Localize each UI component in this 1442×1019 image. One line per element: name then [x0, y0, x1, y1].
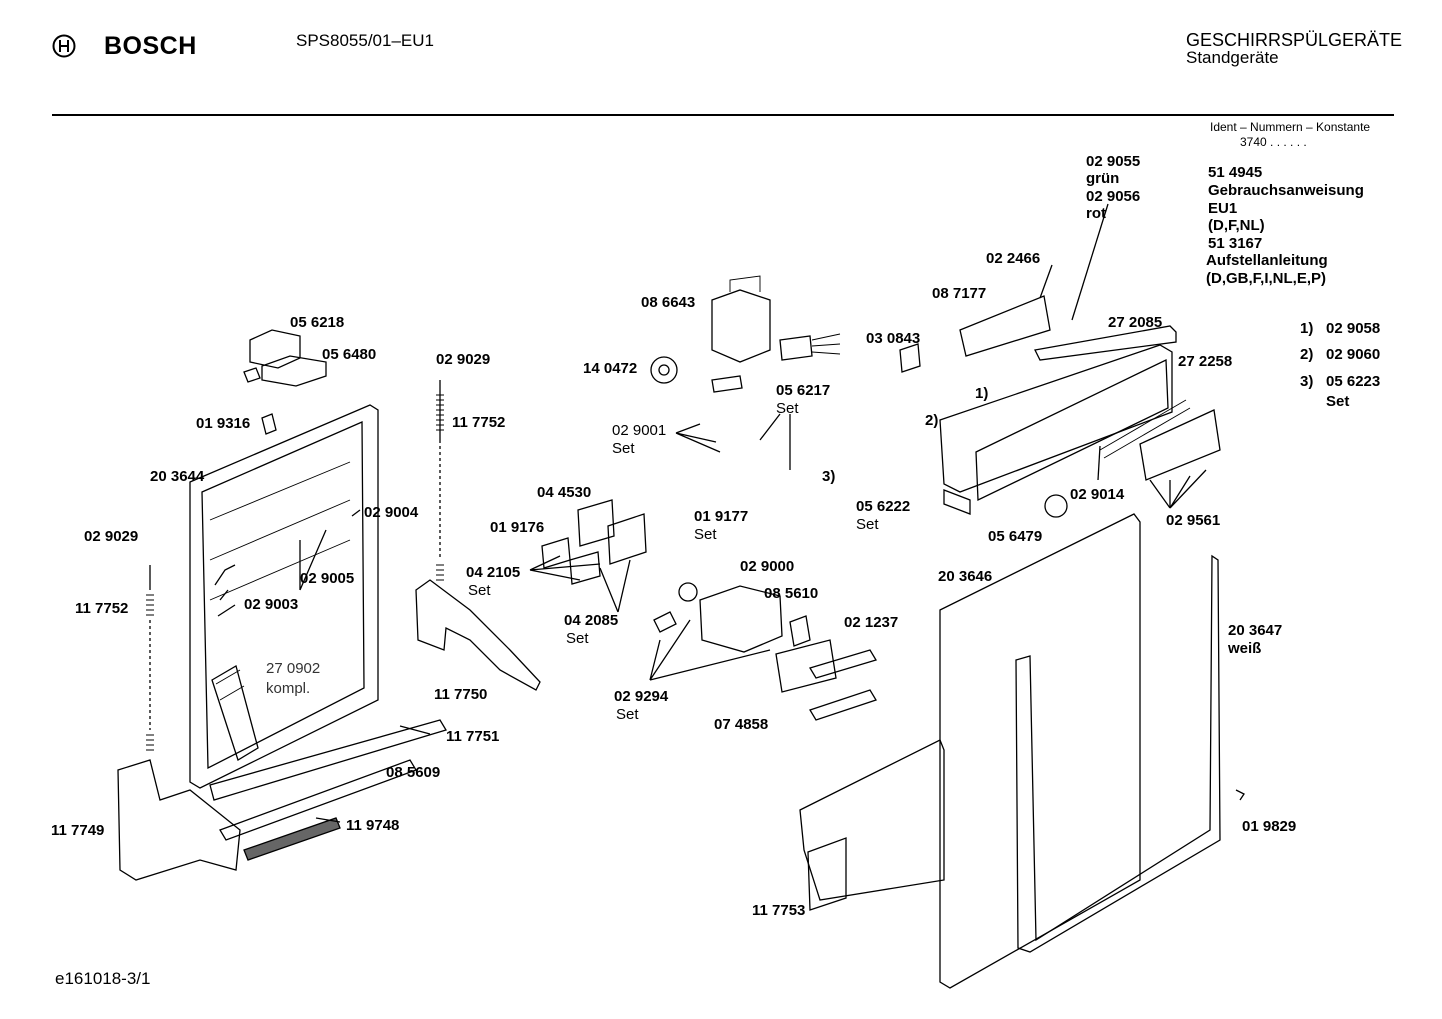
part-label: Set: [694, 526, 717, 543]
part-label: 27 2085: [1108, 314, 1163, 331]
part-label: 02 9004: [364, 504, 419, 521]
part-label: 11 7752: [452, 414, 506, 431]
part-label: Set: [566, 630, 589, 647]
part-label: 03 0843: [866, 330, 921, 347]
part-label: 11 9748: [346, 817, 400, 834]
part-label: 08 6643: [641, 294, 696, 311]
part-label: 08 7177: [932, 285, 987, 302]
doc-line: Aufstellanleitung: [1206, 252, 1328, 269]
doc-line: (D,GB,F,I,NL,E,P): [1206, 270, 1326, 287]
part-label: weiß: [1228, 640, 1262, 657]
part-label: 02 9561: [1166, 512, 1221, 529]
part-label: kompl.: [266, 680, 311, 697]
part-label: 02 9055: [1086, 153, 1141, 170]
part-label: 02 9000: [740, 558, 795, 575]
subcategory-title: Standgeräte: [1186, 48, 1279, 67]
valve-drawing: [653, 582, 877, 721]
part-label: 05 6479: [988, 528, 1043, 545]
part-label: 3): [822, 468, 836, 485]
ident-title: Ident – Nummern – Konstante: [1210, 120, 1371, 134]
part-label: 05 6218: [290, 314, 345, 331]
part-label: 14 0472: [583, 360, 638, 377]
part-label: 01 9176: [490, 519, 545, 536]
doc-line: (D,F,NL): [1208, 217, 1265, 234]
spring-drawing: [146, 380, 444, 751]
part-label: Set: [468, 582, 491, 599]
part-label: rot: [1086, 205, 1106, 222]
part-label: Set: [856, 516, 879, 533]
part-label: 08 5609: [386, 764, 441, 781]
part-label: 05 6217: [776, 382, 831, 399]
part-label: 02 9029: [84, 528, 139, 545]
part-label: 20 3644: [150, 468, 205, 485]
part-label: 02 9294: [614, 688, 669, 705]
footnote-mark: 3): [1300, 373, 1314, 390]
part-label: 04 4530: [537, 484, 592, 501]
part-label: 11 7751: [446, 728, 500, 745]
part-label: 04 2105: [466, 564, 521, 581]
part-label: 1): [975, 385, 989, 402]
footnote-extra: Set: [1326, 393, 1350, 410]
part-label: 02 9005: [300, 570, 355, 587]
timer-drawing: [650, 275, 841, 393]
part-label: 07 4858: [714, 716, 769, 733]
part-label: 02 9029: [436, 351, 491, 368]
ident-value: 3740 . . . . . .: [1240, 135, 1307, 149]
part-label: 01 9177: [694, 508, 749, 525]
part-label: 27 0902: [266, 660, 321, 677]
doc-line: Gebrauchsanweisung: [1208, 182, 1364, 199]
brand-name: BOSCH: [104, 32, 197, 60]
part-label: 02 9056: [1086, 188, 1141, 205]
part-label: Set: [616, 706, 639, 723]
part-label: Set: [612, 440, 635, 457]
bracket-drawing: [415, 579, 541, 691]
part-label: 08 5610: [764, 585, 819, 602]
part-label: 04 2085: [564, 612, 619, 629]
part-label: 02 9003: [244, 596, 299, 613]
side-panel-drawing: [799, 513, 1245, 989]
part-label: 2): [925, 412, 939, 429]
category-title: GESCHIRRSPÜLGERÄTE: [1186, 30, 1403, 50]
footnote-mark: 1): [1300, 320, 1314, 337]
part-label: 05 6222: [856, 498, 911, 515]
door-frame-drawing: [189, 404, 379, 789]
part-label: 11 7752: [75, 600, 129, 617]
doc-line: 51 4945: [1208, 164, 1263, 181]
document-id: e161018-3/1: [55, 969, 151, 988]
doc-line: 51 3167: [1208, 235, 1263, 252]
footnote-part: 02 9060: [1326, 346, 1381, 363]
part-label: 27 2258: [1178, 353, 1233, 370]
model-number: SPS8055/01–EU1: [296, 31, 434, 50]
footnote-mark: 2): [1300, 346, 1314, 363]
bottom-strip-drawing: [117, 719, 447, 881]
part-label: grün: [1086, 170, 1120, 187]
part-label: 11 7750: [434, 686, 488, 703]
bosch-logo-icon: [52, 34, 76, 58]
part-label: 02 1237: [844, 614, 899, 631]
header-rule: [52, 114, 1394, 116]
part-label: 05 6480: [322, 346, 377, 363]
gasket-drawing: [541, 499, 647, 585]
part-label: 01 9829: [1242, 818, 1297, 835]
doc-line: EU1: [1208, 200, 1238, 217]
part-label: 11 7753: [752, 902, 806, 919]
part-label: 20 3647: [1228, 622, 1283, 639]
part-label: Set: [776, 400, 799, 417]
leader-lines: [299, 203, 1207, 823]
part-label: 20 3646: [938, 568, 993, 585]
part-label: 02 9014: [1070, 486, 1125, 503]
control-panel-drawing: [899, 295, 1221, 518]
footnote-part: 05 6223: [1326, 373, 1381, 390]
part-label: 01 9316: [196, 415, 251, 432]
part-label: 02 2466: [986, 250, 1041, 267]
part-label: 02 9001: [612, 422, 667, 439]
part-label: 11 7749: [51, 822, 105, 839]
latch-parts-drawing: [243, 329, 327, 435]
footnote-part: 02 9058: [1326, 320, 1381, 337]
